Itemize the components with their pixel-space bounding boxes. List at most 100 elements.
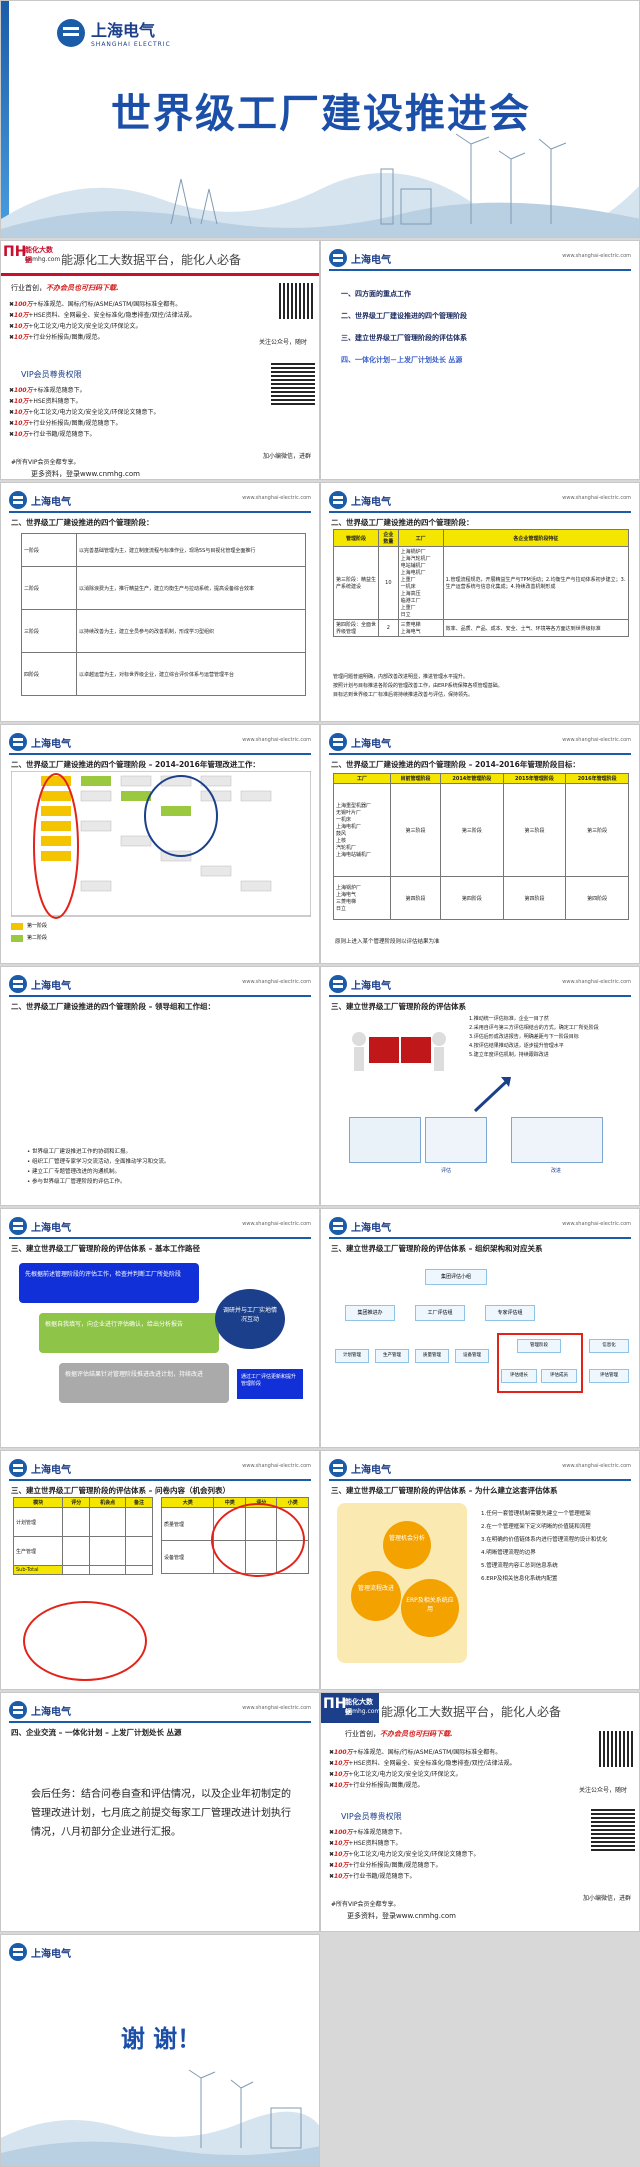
header-rule — [329, 1237, 631, 1239]
improvement-matrix-graphic — [11, 771, 311, 942]
slide-url: www.shanghai-electric.com — [242, 737, 311, 743]
ad-intro: 行业首创，不办会员也可扫码下载. — [11, 284, 119, 292]
slide-title: 三、建立世界级工厂管理阶段的评估体系 – 为什么建立这套评估体系 — [331, 1486, 558, 1495]
slide-title: 二、世界级工厂建设推进的四个管理阶段： — [11, 518, 154, 527]
agenda-item: 四、一体化计划－上发厂计划处长 丛源 — [341, 356, 463, 364]
ad-more-link[interactable]: 更多资料，登录www.cnmhg.com — [347, 1912, 456, 1920]
header-rule — [9, 1479, 311, 1481]
logo-icon — [9, 733, 27, 751]
table-row: 第三阶段：精益生产系统建设 10 上海锅炉厂 上海汽轮机厂 电站辅机厂 上海电机… — [333, 546, 630, 620]
slide-logo: 上海电气 — [9, 491, 71, 509]
ad-brand-logo-icon: ΠΗ — [3, 244, 27, 260]
header-rule — [9, 1237, 311, 1239]
slide-logo: 上海电气 — [329, 733, 391, 751]
bullet-item: 3.在明确的价值链体系内进行管理流程的设计和优化 — [481, 1537, 608, 1543]
highlight-ellipse — [23, 1601, 147, 1681]
ad-items: ✖100万+标准规范、国标/行标/ASME/ASTM/国际标准全都有。 ✖10万… — [329, 1745, 589, 1791]
ad-red-strip — [1, 273, 319, 276]
ad-more-link[interactable]: 更多资料，登录www.cnmhg.com — [31, 470, 140, 478]
shanghai-electric-logo-icon — [57, 18, 85, 47]
vip-item: ✖10万+行业分析报告/图集/规范随意下。 — [329, 1862, 442, 1869]
ad-item: ✖10万+行业分析报告/图集/规范。 — [329, 1782, 424, 1789]
bullet-list: 1.任何一套管理机制需要先建立一个管理框架 2.在一个管理框架下定义明晰的价值链… — [481, 1507, 631, 1584]
notes: 管理问题普遍明确，内部改善改进明显，推进管理水平提升。 按照计划与目标推进各阶段… — [333, 671, 629, 700]
header-rule — [9, 995, 311, 997]
slide-title: 四、企业交流 – 一体化计划 – 上发厂计划处长 丛源 — [11, 1728, 182, 1737]
org-chart-slide: 上海电气 www.shanghai-electric.com 三、建立世界级工厂… — [320, 1208, 640, 1448]
exchange-slide: 上海电气 www.shanghai-electric.com 四、企业交流 – … — [0, 1692, 320, 1932]
slide-logo: 上海电气 — [9, 1701, 71, 1719]
org-node: 专家评估组 — [485, 1305, 535, 1321]
ad-brand-box: ΠΗ 能化大数据 cnmhg.com — [321, 1693, 380, 1723]
slide-logo: 上海电气 — [9, 1459, 71, 1477]
table-header-row: 模块评分机会点备注 — [12, 1497, 153, 1508]
table-row: 计划管理 — [12, 1507, 153, 1537]
logo-icon — [9, 1459, 27, 1477]
bullet-item: 4.明晰管理流程的边界 — [481, 1550, 536, 1556]
bullet-item: 6.ERP及相关信息化系统内配置 — [481, 1576, 558, 1582]
ad-slide-1: ΠΗ 能化大数据 cnmhg.com 能源化工大数据平台，能化人必备 行业首创，… — [0, 240, 320, 480]
ad-item: ✖10万+HSE资料、全网最全、安全标准化/隐患排查/双控/法律法规。 — [329, 1760, 516, 1767]
bullet-item: 2.在一个管理框架下定义明晰的价值链和流程 — [481, 1524, 591, 1530]
logo-icon — [9, 975, 27, 993]
workflow-arrow-box: 通过工厂评估更新和提升管理阶段 — [237, 1369, 303, 1399]
vip-item: ✖100万+标准规范随意下。 — [329, 1829, 406, 1836]
header-rule — [329, 753, 631, 755]
table-row: Sub-Total — [12, 1565, 153, 1575]
workflow-step-1: 先根据前述管理阶段的评估工作，检查并判断工厂所处阶段 — [19, 1263, 199, 1303]
org-node: 管理阶段 — [517, 1339, 561, 1353]
header-rule — [9, 511, 311, 513]
ad-vip-note: #所有VIP会员全都专享。 — [331, 1901, 400, 1908]
logo-icon — [329, 975, 347, 993]
flow-label-improve: 改进 — [551, 1168, 562, 1174]
header-rule — [329, 269, 631, 271]
table-header-row: 大类中类评分小类 — [160, 1497, 309, 1508]
agenda-item: 三、建立世界级工厂管理阶段的评估体系 — [341, 334, 467, 342]
ad-apply: 加小编微信，进群 — [263, 453, 312, 460]
qr-code-icon-2 — [271, 361, 315, 405]
ad-brand-title: 能化大数据 — [25, 246, 53, 264]
cover-landscape-illustration — [1, 133, 639, 237]
qr-code-icon-1 — [279, 283, 315, 319]
bullet-item: • 参与世界级工厂管理阶段的评估工作。 — [27, 1179, 126, 1185]
logo-icon — [329, 491, 347, 509]
ad-item: ✖10万+化工论文/电力论文/安全论文/环保论文。 — [329, 1771, 462, 1778]
slide-url: www.shanghai-electric.com — [242, 495, 311, 501]
workflow-circle: 调研并与工厂实地情况互动 — [215, 1289, 285, 1349]
workflow-step-3: 根据评估结果针对管理阶段推进改进计划，持续改进 — [59, 1363, 229, 1403]
vip-item: ✖10万+HSE资料随意下。 — [329, 1840, 402, 1847]
screenshot-thumbnail-1 — [349, 1117, 421, 1163]
bullet-item: • 建立工厂专题管理改进的沟通机制。 — [27, 1169, 121, 1175]
logo-icon — [9, 1701, 27, 1719]
org-node: 质量管理 — [415, 1349, 449, 1363]
slide-title: 三、建立世界级工厂管理阶段的评估体系 — [331, 1002, 466, 1011]
vip-item: ✖10万+行业分析报告/图集/规范随意下。 — [9, 420, 122, 427]
slide-logo: 上海电气 — [329, 249, 391, 267]
brand-name: 上海电气 — [91, 21, 156, 40]
table-row: 二阶段以消除浪费为主，推行精益生产，建立均衡生产与拉动系统，提高设备综合效率 — [21, 566, 306, 610]
logo-icon — [9, 1943, 27, 1961]
screenshot-thumbnail-3 — [511, 1117, 603, 1163]
questionnaire-slide: 上海电气 www.shanghai-electric.com 三、建立世界级工厂… — [0, 1450, 320, 1690]
org-level2: 集团推进办 工厂评估组 专家评估组 — [345, 1305, 535, 1321]
slide-url: www.shanghai-electric.com — [562, 1221, 631, 1227]
qr-code-icon-1 — [599, 1731, 635, 1767]
ad-brand-logo-icon: ΠΗ — [323, 1696, 347, 1712]
slide-logo: 上海电气 — [9, 1217, 71, 1235]
slide-title: 三、建立世界级工厂管理阶段的评估体系 – 基本工作路径 — [11, 1244, 200, 1253]
slide-url: www.shanghai-electric.com — [562, 495, 631, 501]
slide-url: www.shanghai-electric.com — [562, 253, 631, 259]
logo-icon — [329, 249, 347, 267]
table-row: 三阶段以持续改善为主，建立全员参与的改善机制，形成学习型组织 — [21, 609, 306, 653]
logo-icon — [329, 1459, 347, 1477]
qr-code-icon-2 — [591, 1807, 635, 1851]
legend-stage-1: 第一阶段 — [27, 923, 48, 929]
bullet-item: 4.按评估结果推动改进，逐步提升管理水平 — [469, 1043, 564, 1049]
slide-url: www.shanghai-electric.com — [562, 979, 631, 985]
org-node: 生产管理 — [375, 1349, 409, 1363]
org-node: 计划管理 — [335, 1349, 369, 1363]
table-header-row: 管理阶段企业数量工厂各企业管理阶段特征 — [333, 529, 630, 547]
ad-apply: 加小编微信，进群 — [583, 1895, 632, 1902]
cover-slide: 上海电气 SHANGHAI ELECTRIC 世界级工厂建设推进会 — [0, 0, 640, 238]
